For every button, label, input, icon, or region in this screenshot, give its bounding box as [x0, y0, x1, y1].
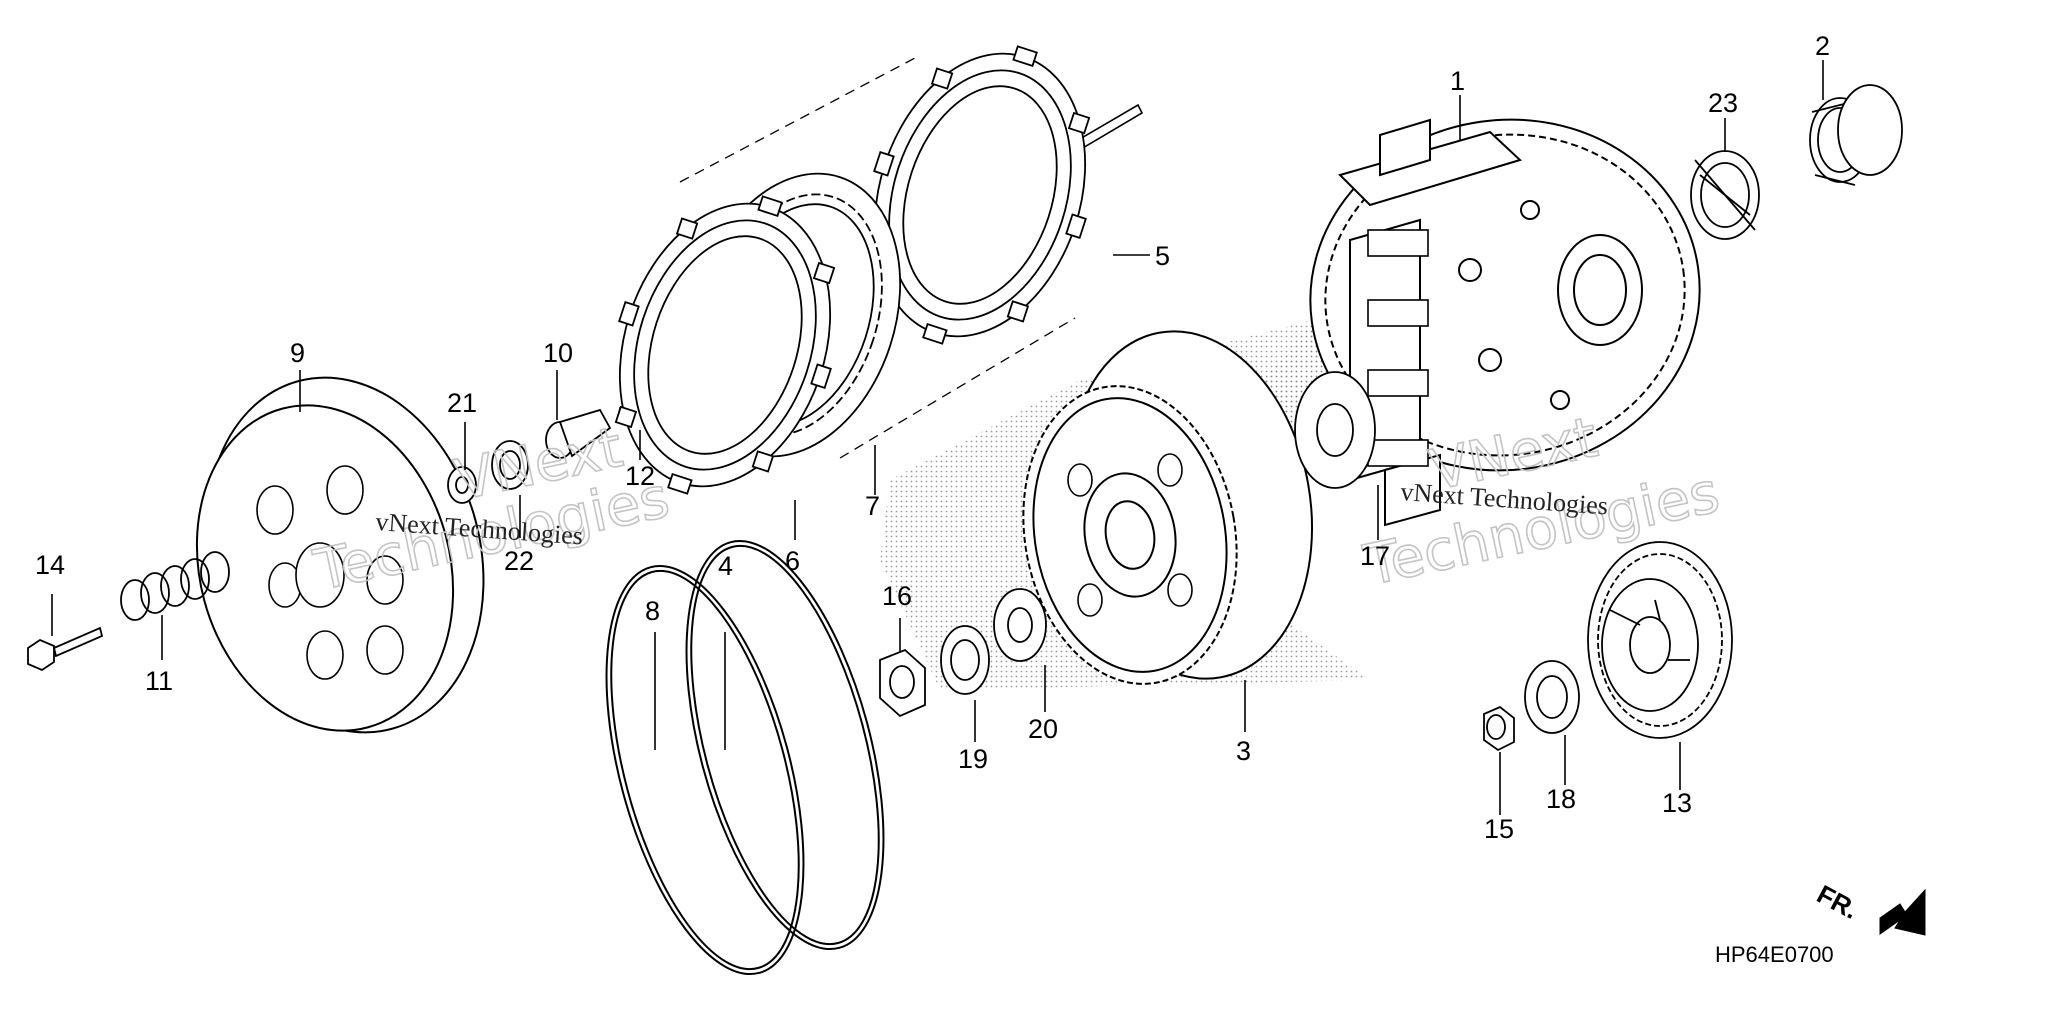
- callout-13: 13: [1662, 788, 1692, 818]
- callout-8: 8: [645, 596, 660, 626]
- callout-11: 11: [145, 666, 173, 696]
- part-5-friction-disc: [869, 45, 1091, 345]
- part-11-clutch-spring: [120, 551, 230, 621]
- part-6-tabs: [614, 195, 836, 495]
- callout-10: 10: [543, 338, 573, 368]
- callout-6: 6: [785, 546, 800, 576]
- part-3-clutch-center: [1022, 330, 1314, 685]
- callout-9: 9: [290, 338, 305, 368]
- part-23-needle-bearing: [1690, 150, 1760, 240]
- part-1-clutch-outer: [1309, 118, 1701, 527]
- part-15-lock-nut: [1483, 705, 1515, 752]
- part-4-o-ring: [685, 539, 885, 951]
- part-6-friction-disc: [614, 195, 836, 495]
- leader-lines: [51, 60, 1824, 815]
- part-21-washer: [447, 466, 477, 504]
- callout-4: 4: [718, 551, 733, 581]
- part-10-lifter: [545, 408, 612, 459]
- front-label: FR.: [1812, 879, 1863, 925]
- callout-5: 5: [1155, 241, 1170, 271]
- callout-17: 17: [1360, 541, 1390, 571]
- callout-22: 22: [504, 546, 534, 576]
- part-8-o-ring: [605, 564, 805, 976]
- part-2-collar: [1809, 84, 1903, 186]
- part-13-driven-gear: [1587, 541, 1733, 739]
- callout-2: 2: [1815, 31, 1830, 61]
- callout-1: 1: [1450, 66, 1465, 96]
- front-direction-indicator: FR.: [1812, 879, 1926, 936]
- front-arrow-icon: [1879, 888, 1926, 936]
- diagram-code: HP64E0700: [1715, 942, 1834, 967]
- callout-23: 23: [1708, 88, 1738, 118]
- callout-7: 7: [865, 491, 880, 521]
- callout-21: 21: [447, 388, 477, 418]
- callout-14: 14: [35, 550, 65, 580]
- part-1-fingers: [1367, 229, 1429, 467]
- callout-15: 15: [1484, 814, 1514, 844]
- part-18-washer: [1524, 660, 1580, 734]
- part-22-bearing: [491, 440, 529, 490]
- callout-16: 16: [882, 581, 912, 611]
- part-20-lock-washer: [993, 588, 1047, 662]
- callout-19: 19: [958, 744, 988, 774]
- callout-12: 12: [625, 461, 655, 491]
- part-19-washer: [940, 625, 990, 695]
- part-16-nut: [879, 648, 926, 718]
- dashed-alignment-lines: [679, 57, 1076, 459]
- part-17-thrust-washer: [1294, 371, 1376, 489]
- callout-18: 18: [1546, 784, 1576, 814]
- part-14-bolt: [27, 626, 104, 672]
- part-9-holes: [256, 465, 404, 680]
- callout-20: 20: [1028, 714, 1058, 744]
- part-9-pressure-plate: [195, 376, 485, 734]
- part-3-bosses: [1067, 453, 1193, 617]
- callout-3: 3: [1236, 736, 1251, 766]
